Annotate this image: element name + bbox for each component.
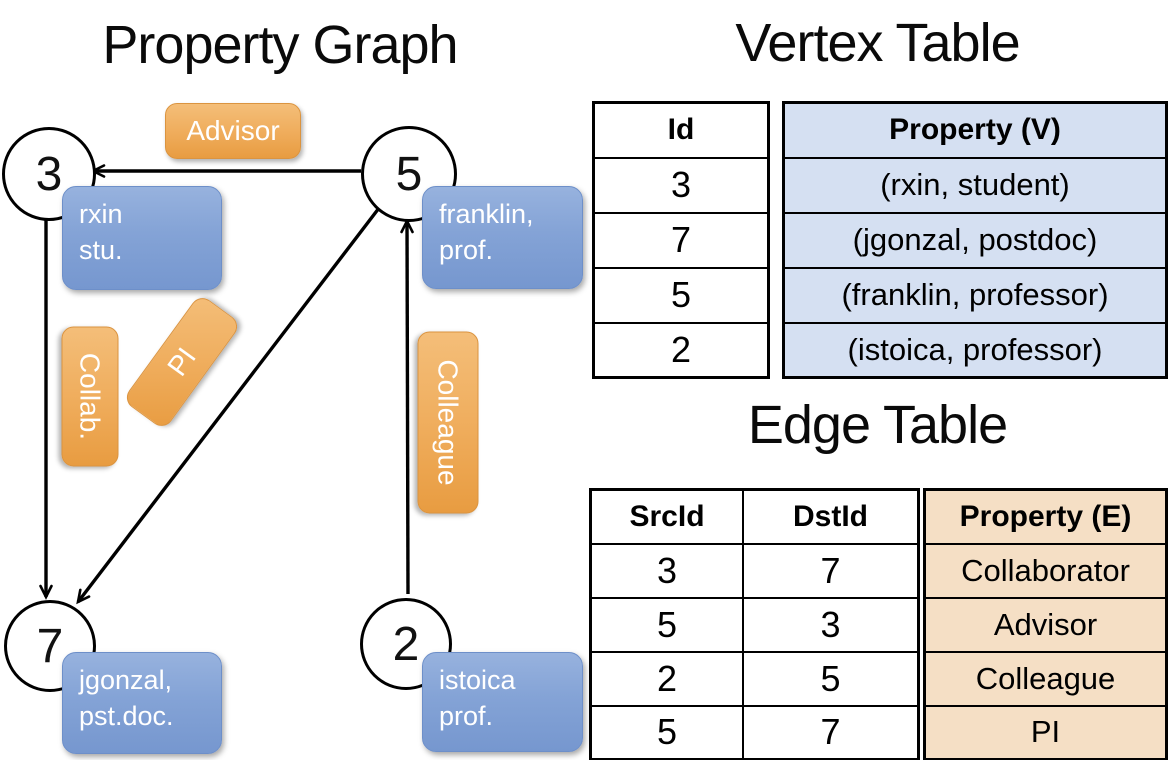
box-line-2: pst.doc. (79, 700, 174, 731)
vertex-property-box-istoica: istoica prof. (422, 652, 583, 752)
vertex-table-title: Vertex Table (735, 13, 1020, 73)
vertex-property-box-jgonzal: jgonzal, pst.doc. (62, 652, 222, 754)
vertex-table-header-id: Id (592, 101, 770, 159)
edge-table-header-dst: DstId (742, 488, 920, 545)
edge-table-title: Edge Table (747, 395, 1008, 455)
vertex-table-id-column: Id 3 7 5 2 (592, 101, 770, 379)
vertex-circle-2: 2 (360, 598, 452, 690)
edge-table-cell-property: Collaborator (923, 542, 1168, 599)
vertex-table-cell-property: (istoica, professor) (782, 321, 1168, 379)
edge-label-text: Colleague (433, 359, 464, 486)
vertex-property-box-rxin: rxin stu. (62, 186, 222, 290)
edge-table-cell-dst: 7 (742, 542, 920, 599)
edge-table-cell-property: PI (923, 704, 1168, 760)
vertex-table-cell-property: (franklin, professor) (782, 266, 1168, 324)
vertex-table-cell-id: 5 (592, 266, 770, 324)
box-line-1: jgonzal, (79, 665, 173, 695)
edge-pi-5-to-7 (76, 206, 381, 605)
vertex-id-7: 7 (36, 619, 64, 673)
vertex-table-header-property: Property (V) (782, 101, 1168, 159)
vertex-table-property-column: Property (V) (rxin, student) (jgonzal, p… (782, 101, 1168, 379)
edge-table-cell-src: 2 (589, 650, 744, 707)
edge-table-ids-columns: SrcId DstId 3 7 5 3 2 5 5 7 (589, 488, 920, 760)
box-line-1: rxin (79, 199, 123, 229)
vertex-property-box-franklin: franklin, prof. (422, 186, 583, 289)
edge-label-collab: Collab. (61, 326, 119, 467)
vertex-id-2: 2 (392, 617, 420, 671)
edge-label-text: Advisor (186, 115, 280, 146)
vertex-table-cell-id: 7 (592, 211, 770, 269)
vertex-table-cell-id: 2 (592, 321, 770, 379)
property-graph-title: Property Graph (102, 15, 458, 75)
vertex-id-5: 5 (395, 147, 423, 201)
box-line-1: franklin, (439, 199, 534, 229)
vertex-table-cell-id: 3 (592, 156, 770, 214)
vertex-table-cell-property: (rxin, student) (782, 156, 1168, 214)
edge-table-cell-src: 5 (589, 704, 744, 760)
edge-table-cell-dst: 7 (742, 704, 920, 760)
edge-table-cell-property: Advisor (923, 596, 1168, 653)
edge-colleague-2-to-5 (400, 218, 414, 595)
box-line-2: prof. (439, 700, 494, 731)
vertex-table-cell-property: (jgonzal, postdoc) (782, 211, 1168, 269)
box-line-1: istoica (439, 665, 516, 695)
edge-table-header-src: SrcId (589, 488, 744, 545)
edge-table-header-property: Property (E) (923, 488, 1168, 545)
graph-edges (39, 164, 414, 605)
vertex-id-3: 3 (35, 147, 63, 201)
edge-label-advisor: Advisor (165, 103, 301, 159)
edge-table-cell-dst: 5 (742, 650, 920, 707)
edge-table-cell-src: 5 (589, 596, 744, 653)
edge-label-colleague: Colleague (417, 331, 479, 514)
edge-table-cell-property: Colleague (923, 650, 1168, 707)
edge-label-text: Collab. (75, 352, 106, 441)
edge-table-cell-dst: 3 (742, 596, 920, 653)
edge-table-property-column: Property (E) Collaborator Advisor Collea… (923, 488, 1168, 760)
box-line-2: prof. (439, 234, 494, 265)
edge-label-text: PI (161, 341, 202, 382)
box-line-2: stu. (79, 234, 123, 265)
edge-table-cell-src: 3 (589, 542, 744, 599)
